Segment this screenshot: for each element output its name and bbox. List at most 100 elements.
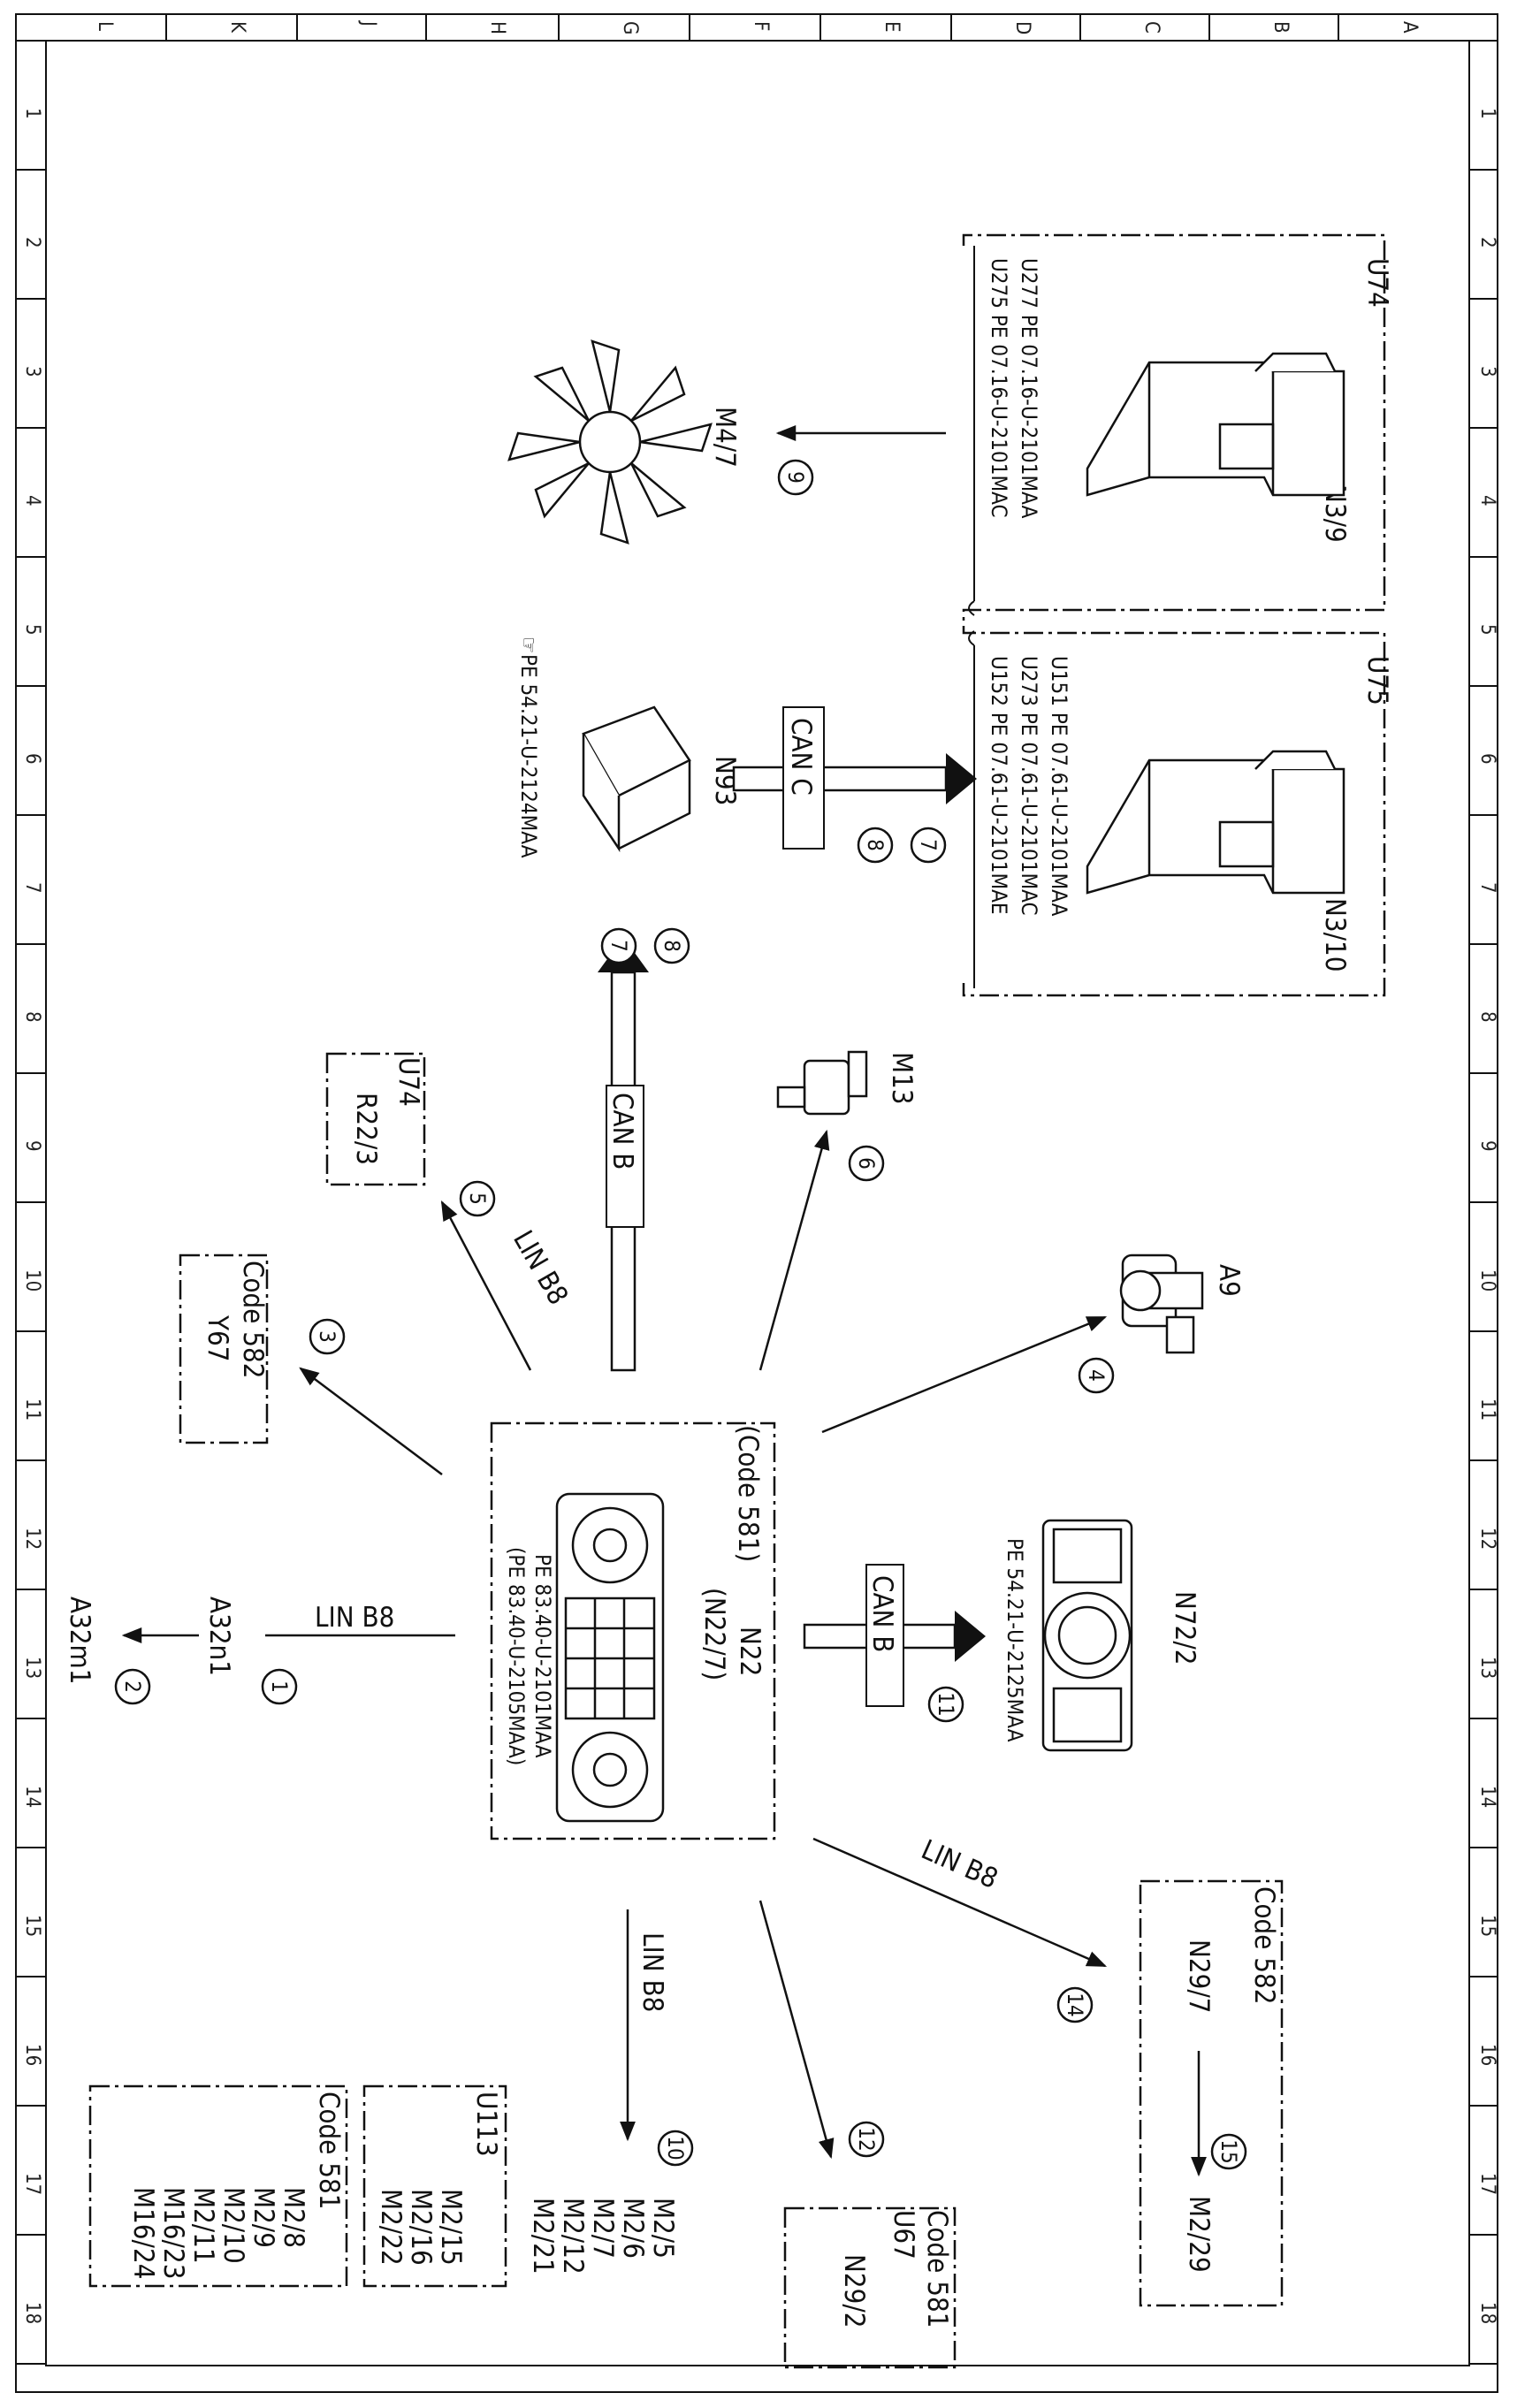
frame-row-right-15: 15: [1476, 1915, 1498, 1937]
frame-row-right-18: 18: [1476, 2302, 1498, 2324]
frame-col-f: F: [750, 21, 772, 31]
marker-7: 7: [916, 839, 941, 851]
u113-item-0: M2/15: [435, 2189, 467, 2266]
frame-row-right-17: 17: [1476, 2173, 1498, 2195]
frame-row-left-9: 9: [21, 1140, 43, 1152]
n22-ref-2: (PE 83.40-U-2105MAA): [504, 1547, 529, 1765]
frame-row-left-14: 14: [21, 1786, 43, 1808]
frame-row-left-5: 5: [21, 624, 43, 636]
lin-b8-label-2: LIN B8: [315, 1602, 394, 1634]
frame-row-right-8: 8: [1476, 1011, 1498, 1023]
can-c-bus-arrow: CAN C: [732, 706, 977, 850]
u74-title: U74: [1361, 258, 1393, 308]
marker-6: 6: [854, 1157, 879, 1170]
m2-item-3: M2/12: [557, 2198, 589, 2275]
frame-row-left-6: 6: [21, 753, 43, 765]
u67-label: U67: [888, 2210, 919, 2259]
frame-row-left-4: 4: [21, 495, 43, 507]
frame-row-left-2: 2: [21, 237, 43, 248]
marker-circle-6: [848, 1145, 885, 1182]
a9-drawing: [1119, 1254, 1204, 1354]
frame-row-right-12: 12: [1476, 1528, 1498, 1550]
n72-2-label: N72/2: [1169, 1591, 1201, 1665]
n93-drawing: [582, 705, 691, 853]
marker-2: 2: [120, 1680, 145, 1693]
marker-circle-10: [657, 2130, 694, 2167]
marker-circle-1: [261, 1668, 298, 1705]
u113-box: [362, 2084, 507, 2288]
n3-10-label: N3/10: [1319, 898, 1351, 972]
marker-3: 3: [315, 1330, 339, 1343]
frame-col-e: E: [880, 21, 903, 33]
frame-col-l: L: [94, 21, 116, 31]
frame-row-left-7: 7: [21, 882, 43, 894]
n22-code: (Code 581): [732, 1425, 764, 1562]
n22-ref-1: PE 83.40-U-2101MAA: [530, 1554, 555, 1758]
frame-row-left-16: 16: [21, 2044, 43, 2066]
code581-item-4: M16/23: [157, 2187, 189, 2279]
can-c-label: CAN C: [785, 718, 817, 796]
code581-item-3: M2/11: [187, 2187, 219, 2264]
code-581-u-title: Code 581: [921, 2210, 953, 2328]
u75-title: U75: [1361, 656, 1393, 705]
frame-row-left-10: 10: [21, 1269, 43, 1292]
marker-circle-8: [857, 827, 894, 864]
marker-circle-3: [309, 1318, 346, 1355]
frame-col-h: H: [486, 21, 508, 34]
marker-7-b: 7: [606, 940, 631, 952]
frame-row-right-13: 13: [1476, 1657, 1498, 1679]
marker-circle-11: [927, 1686, 964, 1723]
u74-ref-line-2: U275 PE 07.16-U-2101MAC: [987, 258, 1011, 518]
n22-label: N22: [734, 1627, 766, 1676]
n72-2-drawing: [1041, 1519, 1133, 1752]
marker-8: 8: [863, 839, 888, 851]
frame-col-b: B: [1269, 21, 1292, 34]
frame-row-right-2: 2: [1476, 237, 1498, 248]
marker-circle-15: [1210, 2133, 1247, 2170]
marker-circle-8-b: [653, 927, 690, 964]
marker-14: 14: [1063, 1993, 1087, 2016]
u75-ref-line-3: U152 PE 07.61-U-2101MAE: [987, 656, 1011, 915]
n22-control-panel-drawing: [555, 1492, 665, 1823]
can-b-label-2: CAN B: [866, 1575, 898, 1652]
code581-item-2: M2/10: [217, 2187, 249, 2264]
frame-row-left-11: 11: [21, 1398, 43, 1421]
frame-row-left-12: 12: [21, 1528, 43, 1550]
arrow-14: [812, 1837, 1108, 1968]
marker-circle-7: [910, 827, 947, 864]
frame-row-left-15: 15: [21, 1915, 43, 1937]
frame-col-k: K: [226, 21, 248, 34]
u113-item-1: M2/16: [405, 2189, 437, 2266]
marker-9: 9: [783, 471, 808, 484]
marker-circle-4: [1078, 1357, 1115, 1394]
code-581-m-box: [88, 2084, 348, 2288]
arrow-3: [299, 1367, 443, 1475]
marker-4: 4: [1084, 1369, 1109, 1382]
ecu-n3-10-drawing: [1086, 750, 1345, 895]
frame-col-g: G: [619, 21, 641, 34]
frame-row-right-11: 11: [1476, 1398, 1498, 1421]
frame-row-right-5: 5: [1476, 624, 1498, 636]
pointer-icon: ☞: [516, 636, 541, 653]
frame-col-a: A: [1399, 21, 1421, 34]
marker-10: 10: [663, 2136, 688, 2160]
m13-drawing: [776, 1050, 868, 1116]
m2-29-label: M2/29: [1183, 2196, 1215, 2273]
arrow-12: [758, 1900, 835, 2160]
a32n1-label: A32n1: [203, 1596, 235, 1676]
n29-7-label: N29/7: [1183, 1939, 1215, 2013]
n72-2-ref: PE 54.21-U-2125MAA: [1002, 1538, 1027, 1742]
code-582-y67-box: [179, 1254, 269, 1444]
frame-row-right-4: 4: [1476, 495, 1498, 507]
marker-1: 1: [267, 1680, 292, 1693]
arrow-6: [758, 1129, 830, 1371]
marker-15: 15: [1216, 2139, 1241, 2163]
marker-circle-14: [1056, 1986, 1094, 2023]
m2-item-4: M2/21: [527, 2198, 559, 2275]
m2-item-0: M2/5: [647, 2198, 679, 2259]
m2-item-1: M2/6: [617, 2198, 649, 2259]
lin-b8-label-1: LIN B8: [507, 1225, 574, 1310]
